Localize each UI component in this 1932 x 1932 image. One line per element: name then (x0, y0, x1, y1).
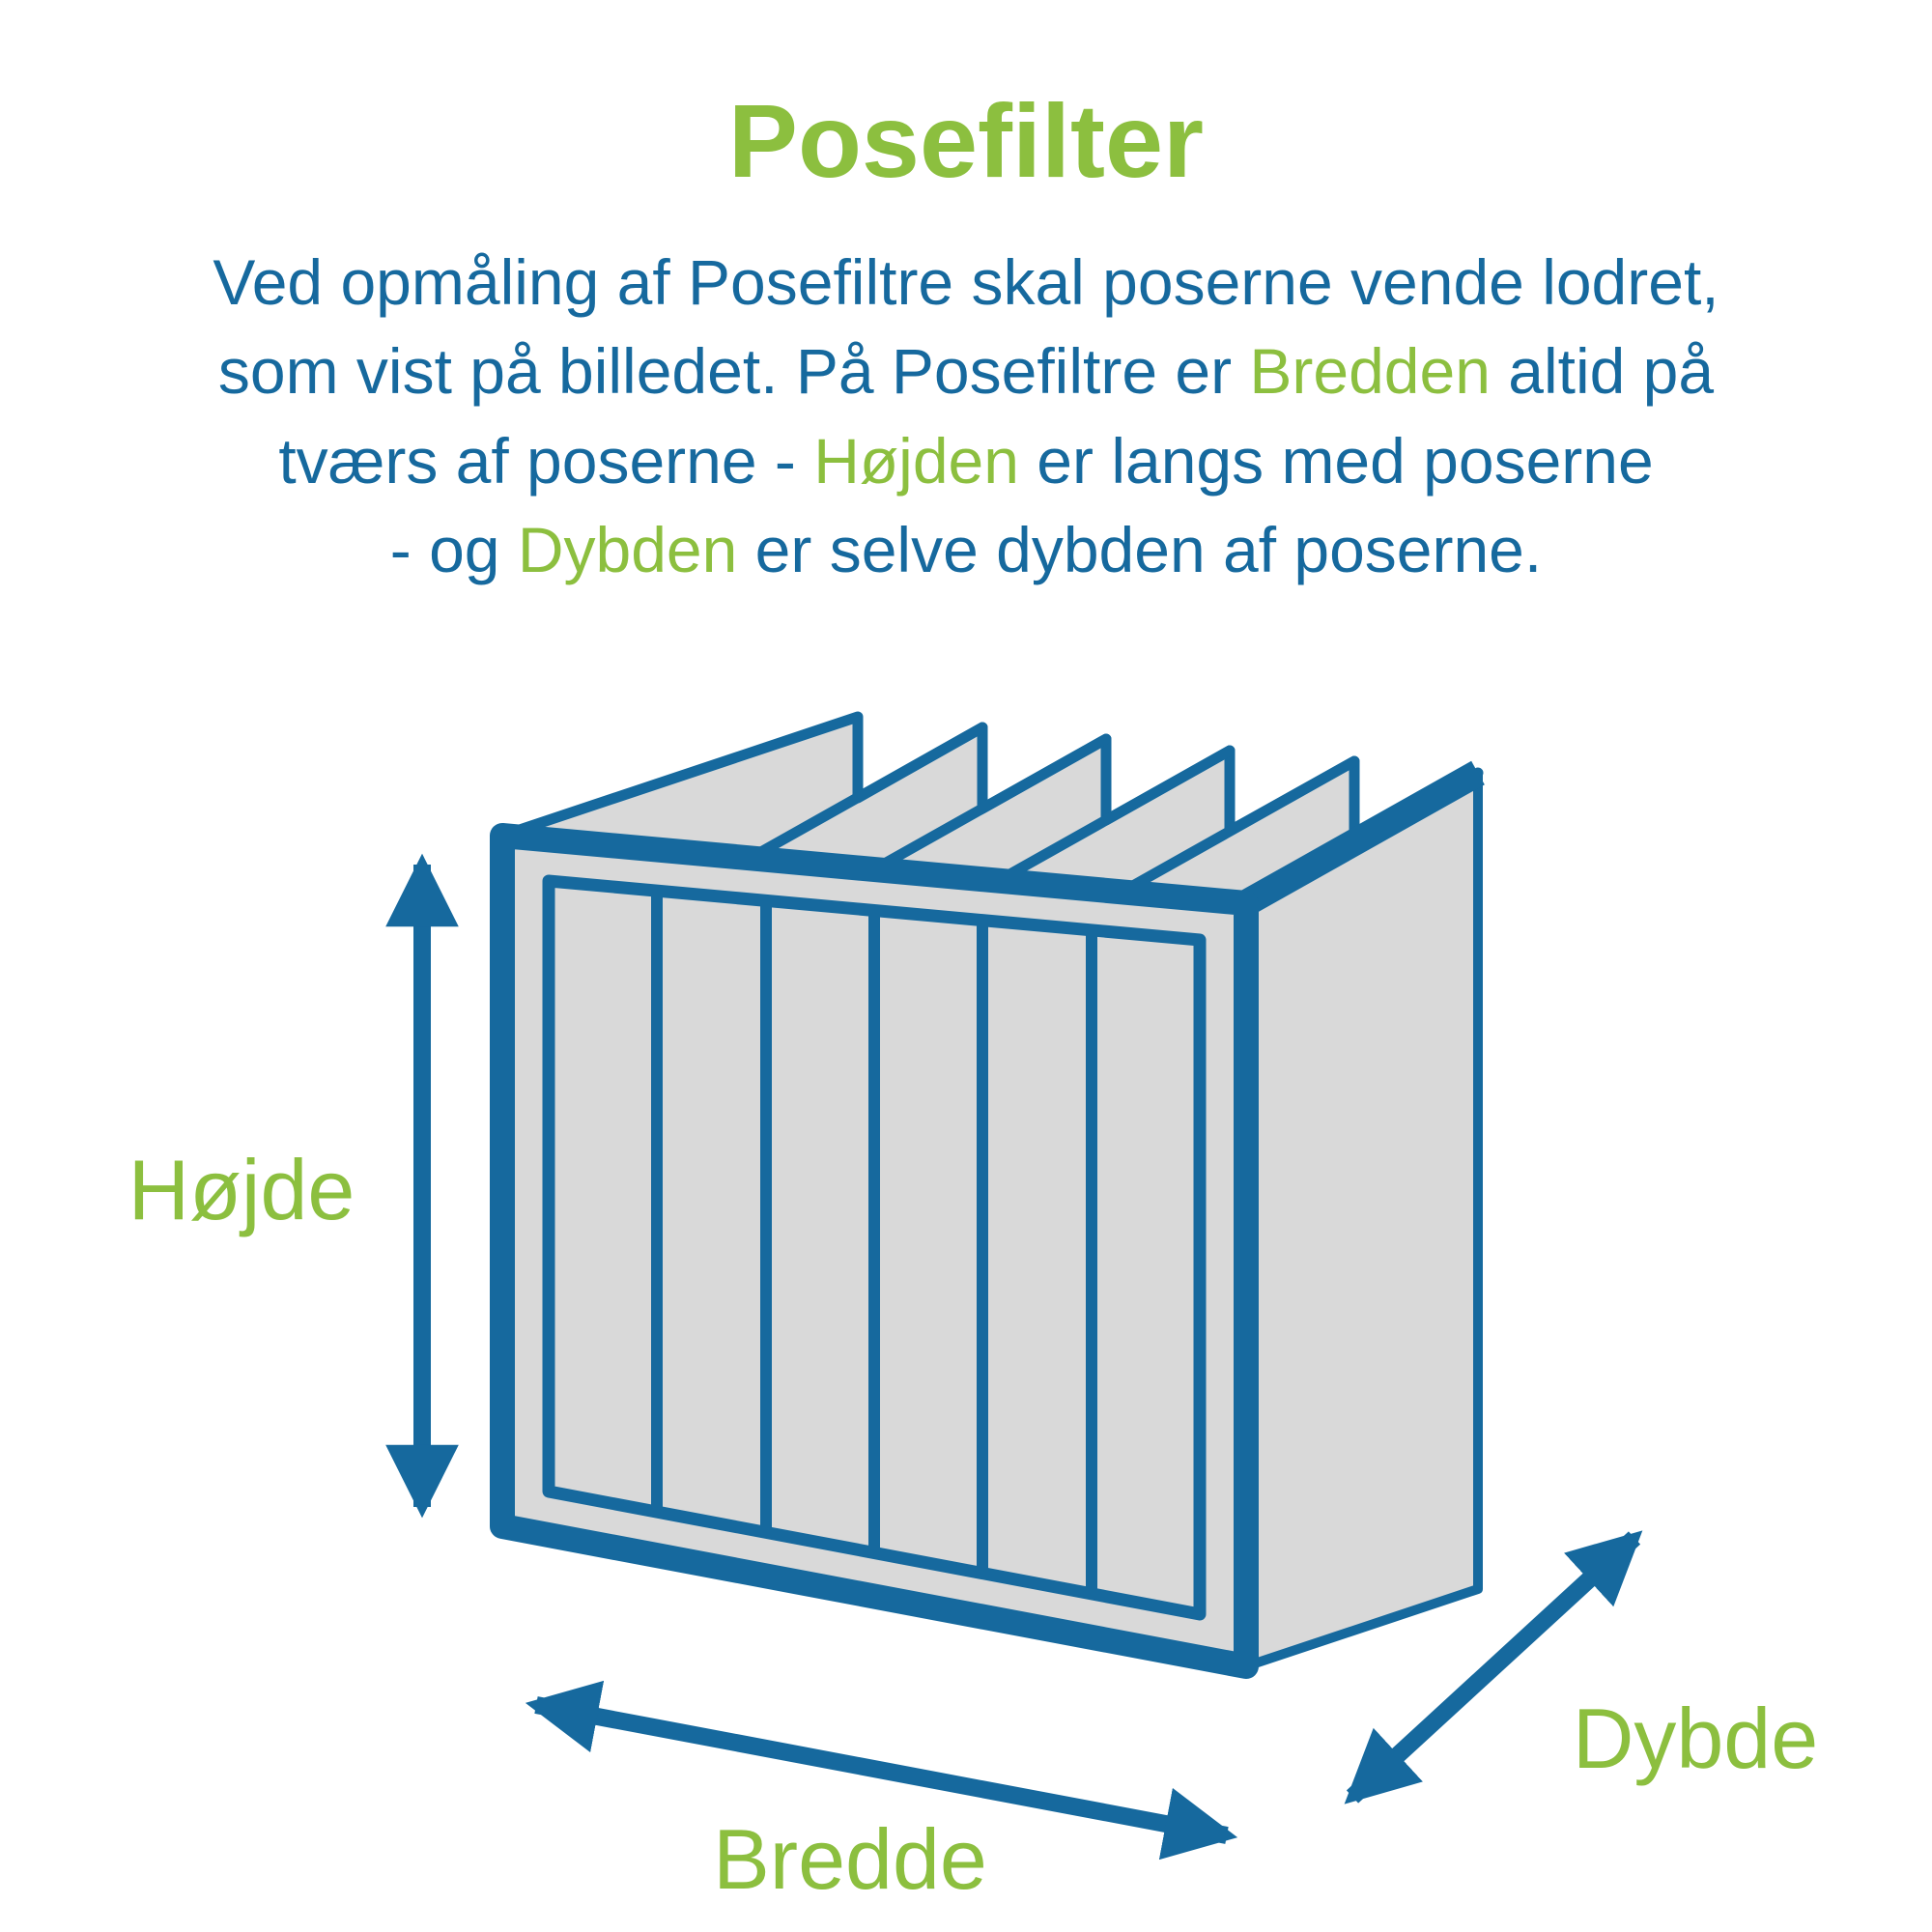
text-segment: som vist på billedet. På Posefiltre er (217, 335, 1250, 408)
description-line-3: tværs af poserne - Højden er langs med p… (0, 416, 1932, 505)
pleat-fold-lines (745, 722, 1360, 897)
filter-side-top-edge (1239, 760, 1485, 916)
description: Ved opmåling af Posefiltre skal poserne … (0, 238, 1932, 595)
description-line-1: Ved opmåling af Posefiltre skal poserne … (0, 238, 1932, 327)
text-segment: Ved opmåling af Posefiltre skal poserne … (213, 246, 1719, 318)
pleat-line (1117, 755, 1360, 897)
pleat-line (745, 722, 988, 864)
text-segment: altid på (1490, 335, 1715, 408)
pleat-line (992, 745, 1236, 887)
depth-label: Dybde (1573, 1690, 1818, 1786)
width-arrow (525, 1680, 1238, 1861)
text-segment: er selve dybden af poserne. (737, 514, 1543, 586)
highlight-bredden: Bredden (1249, 335, 1491, 408)
page-title: Posefilter (727, 82, 1205, 199)
text-segment: er langs med poserne (1018, 424, 1654, 497)
pleat-line (868, 733, 1112, 875)
height-label: Højde (128, 1142, 355, 1237)
depth-arrow (1344, 1530, 1643, 1804)
description-line-4: - og Dybden er selve dybden af poserne. (0, 505, 1932, 594)
filter-inner-frame (542, 874, 1207, 1621)
filter-side-panel (1241, 768, 1483, 1671)
highlight-dybden: Dybden (517, 514, 738, 586)
width-label: Bredde (713, 1811, 987, 1907)
description-line-2: som vist på billedet. På Posefiltre er B… (0, 327, 1932, 415)
text-segment: - og (389, 514, 518, 586)
front-bag-dividers (651, 891, 1097, 1594)
text-segment: tværs af poserne - (278, 424, 814, 497)
highlight-hojden: Højden (813, 424, 1019, 497)
